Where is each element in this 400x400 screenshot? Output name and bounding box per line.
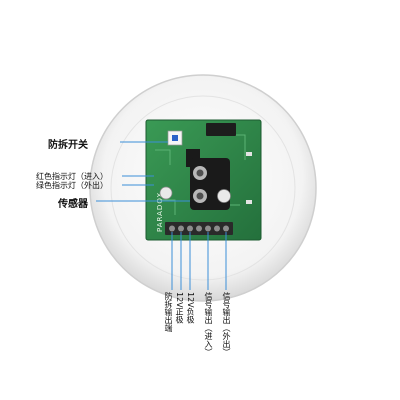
small-part: [246, 200, 252, 204]
label-12v-negative: 12V负极: [186, 292, 195, 324]
terminal-block: [165, 222, 233, 235]
capacitor: [217, 189, 231, 203]
label-sensor: 传感器: [58, 199, 88, 210]
brand-text: PARADOX: [156, 192, 164, 232]
label-red-led: 红色指示灯（进入）: [36, 172, 108, 181]
top-connector: [206, 123, 236, 136]
label-green-led: 绿色指示灯（外出）: [36, 181, 108, 190]
label-tamper-switch: 防拆开关: [48, 140, 88, 151]
pointer-lines: [96, 141, 227, 290]
small-part: [246, 152, 252, 156]
label-signal-out: 信号输出（外出）: [222, 292, 231, 356]
pir-sensor: [190, 158, 230, 210]
label-tamper-output: 防拆输出端: [164, 292, 173, 332]
label-signal-in: 信号输出（进入）: [204, 292, 213, 356]
tamper-switch: [167, 130, 183, 146]
label-12v-positive: 12V正极: [175, 292, 184, 324]
housing-inner-ring: [110, 95, 296, 281]
capacitor: [159, 186, 173, 200]
